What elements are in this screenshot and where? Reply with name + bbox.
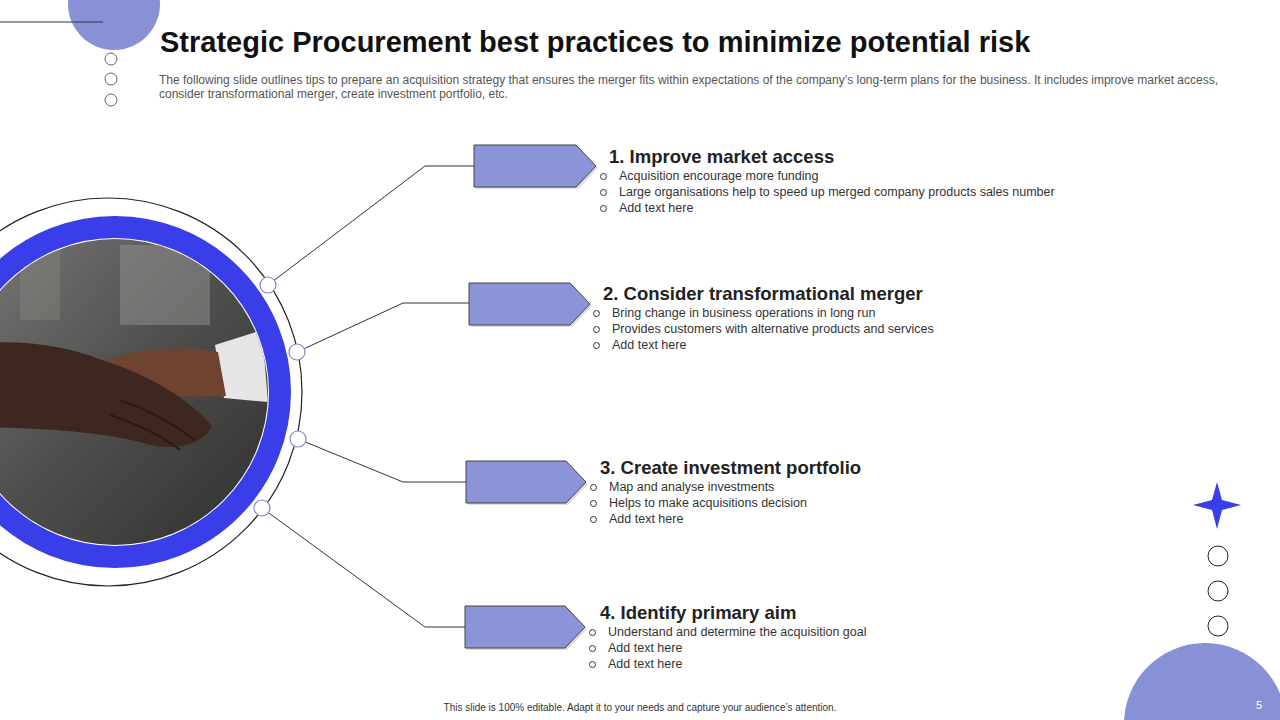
- photo-background: [0, 235, 270, 555]
- corner-circle: [68, 0, 160, 50]
- deco-dot: [1208, 616, 1228, 636]
- leader-line: [297, 303, 469, 352]
- bullet-text: Add text here: [612, 337, 686, 353]
- bullet-text: Understand and determine the acquisition…: [608, 624, 867, 640]
- star-symbol: [1193, 482, 1241, 529]
- text-column: 4. Identify primary aimUnderstand and de…: [589, 602, 867, 672]
- bullet-marker: [600, 189, 607, 196]
- bullet-text: Provides customers with alternative prod…: [612, 321, 934, 337]
- corner-line: [0, 22, 103, 23]
- finger-line: [120, 400, 195, 440]
- deco-dot: [1208, 546, 1228, 566]
- bullet-text: Large organisations help to speed up mer…: [619, 184, 1055, 200]
- blue-ring: [0, 227, 280, 557]
- finger-line: [110, 415, 180, 450]
- tag-pentagon: [465, 606, 585, 648]
- deco-dot: [105, 94, 117, 106]
- corner-circle: [1124, 643, 1280, 720]
- bullet-text: Add text here: [608, 656, 682, 672]
- tag-node: 1. Improve market accessAcquisition enco…: [474, 145, 596, 187]
- bullet-text: Add text here: [608, 640, 682, 656]
- leader-line: [298, 439, 466, 482]
- text-column: 3. Create investment portfolioMap and an…: [590, 457, 861, 527]
- leader-line: [268, 166, 474, 285]
- tag-pentagon: [469, 283, 590, 325]
- bullet-marker: [590, 516, 597, 523]
- connector-dot: [290, 431, 306, 447]
- deco-dot: [105, 53, 117, 65]
- item-heading: 3. Create investment portfolio: [600, 457, 861, 479]
- item-heading: 4. Identify primary aim: [600, 602, 867, 624]
- item-heading: 2. Consider transformational merger: [603, 283, 934, 305]
- bullet-row: Understand and determine the acquisition…: [589, 624, 867, 640]
- text-column: 2. Consider transformational mergerBring…: [593, 283, 934, 353]
- tag-shape: [465, 606, 585, 648]
- slide-title: Strategic Procurement best practices to …: [160, 24, 1260, 60]
- connector-dot: [254, 500, 270, 516]
- bullet-marker: [590, 484, 597, 491]
- deco-dot: [1208, 581, 1228, 601]
- text-column: 1. Improve market accessAcquisition enco…: [600, 146, 1055, 216]
- footer-note: This slide is 100% editable. Adapt it to…: [240, 702, 1040, 714]
- bullet-text: Add text here: [609, 511, 683, 527]
- bullet-marker: [590, 500, 597, 507]
- bullet-text: Bring change in business operations in l…: [612, 305, 875, 321]
- tag-shape: [469, 283, 590, 325]
- leader-line: [262, 508, 465, 627]
- bullet-row: Add text here: [600, 200, 1055, 216]
- bullet-row: Add text here: [590, 511, 861, 527]
- bullet-marker: [593, 342, 600, 349]
- bullet-marker: [593, 326, 600, 333]
- photo-window: [120, 245, 210, 325]
- photo-window: [20, 250, 60, 320]
- tag-pentagon: [466, 461, 586, 503]
- tag-pentagon: [474, 145, 596, 187]
- tag-shape: [474, 145, 596, 187]
- bullet-marker: [589, 661, 596, 668]
- bullet-row: Add text here: [589, 640, 867, 656]
- connector-dot: [260, 277, 276, 293]
- bullet-row: Helps to make acquisitions decision: [590, 495, 861, 511]
- bullet-text: Acquisition encourage more funding: [619, 168, 818, 184]
- bullet-row: Add text here: [589, 656, 867, 672]
- item-heading: 1. Improve market access: [609, 146, 1055, 168]
- bullet-row: Provides customers with alternative prod…: [593, 321, 934, 337]
- bullet-row: Map and analyse investments: [590, 479, 861, 495]
- bullet-marker: [593, 310, 600, 317]
- tag-node: 4. Identify primary aimUnderstand and de…: [465, 606, 585, 648]
- bullet-row: Add text here: [593, 337, 934, 353]
- bullet-row: Acquisition encourage more funding: [600, 168, 1055, 184]
- bullet-marker: [600, 173, 607, 180]
- bullet-text: Helps to make acquisitions decision: [609, 495, 807, 511]
- page-number: 5: [1244, 699, 1274, 711]
- handshake-photo: [0, 235, 270, 555]
- bullet-marker: [589, 629, 596, 636]
- bullet-marker: [600, 205, 607, 212]
- tag-shape: [466, 461, 586, 503]
- bullet-marker: [589, 645, 596, 652]
- tag-node: 2. Consider transformational mergerBring…: [469, 283, 590, 325]
- tag-node: 3. Create investment portfolioMap and an…: [466, 461, 586, 503]
- outer-ring: [0, 198, 302, 586]
- bullet-row: Bring change in business operations in l…: [593, 305, 934, 321]
- bullet-row: Large organisations help to speed up mer…: [600, 184, 1055, 200]
- bullet-text: Map and analyse investments: [609, 479, 774, 495]
- bullet-text: Add text here: [619, 200, 693, 216]
- connector-dot: [289, 344, 305, 360]
- slide-description: The following slide outlines tips to pre…: [159, 73, 1234, 101]
- hand: [0, 342, 212, 447]
- deco-dot: [105, 73, 117, 85]
